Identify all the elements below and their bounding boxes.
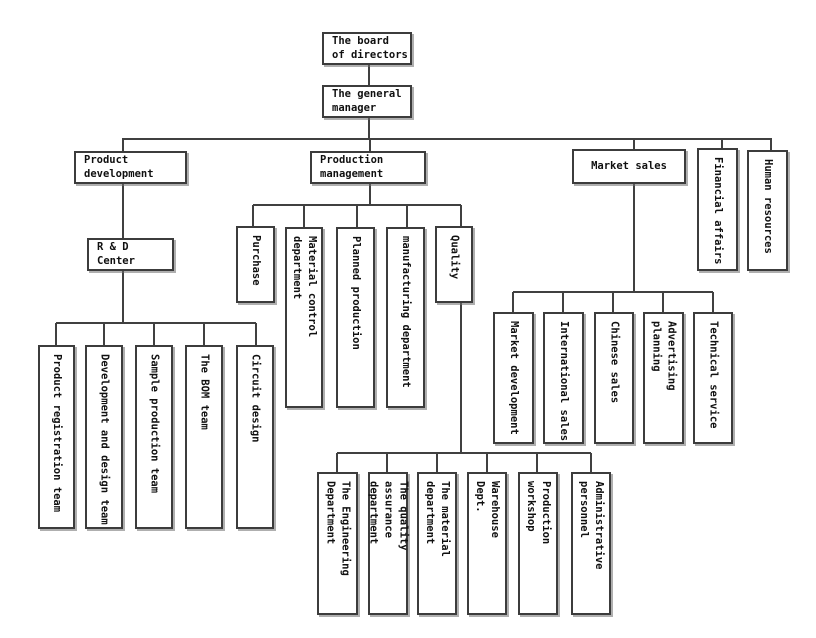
node-bom-team: The BOM team (185, 345, 223, 529)
node-administrative-personnel: Administrative personnel (571, 472, 611, 615)
node-product-development: Product development (74, 151, 187, 184)
node-sample-production-team: Sample production team (135, 345, 173, 529)
node-development-design-team: Development and design team (85, 345, 123, 529)
node-board-of-directors: The board of directors (322, 32, 412, 65)
node-market-sales: Market sales (572, 149, 686, 184)
node-engineering-department: The Engineering Department (317, 472, 358, 615)
node-quality: Quality (435, 226, 473, 303)
node-advertising-planning: Advertising planning (643, 312, 684, 444)
node-manufacturing-department: manufacturing department (386, 227, 425, 408)
node-quality-assurance-department: The quality assurance department (368, 472, 410, 615)
node-material-department: The material department (417, 472, 457, 615)
node-human-resources: Human resources (747, 150, 788, 271)
node-financial-affairs: Financial affairs (697, 148, 738, 271)
node-international-sales: International sales (543, 312, 584, 444)
node-market-development: Market development (493, 312, 534, 444)
node-production-workshop: Production workshop (518, 472, 558, 615)
node-technical-service: Technical service (693, 312, 733, 444)
node-planned-production: Planned production (336, 227, 375, 408)
node-general-manager: The general manager (322, 85, 412, 118)
node-material-control-department: Material control department (285, 227, 323, 408)
node-product-registration-team: Product registration team (38, 345, 75, 529)
node-purchase: Purchase (236, 226, 275, 303)
node-production-management: Production management (310, 151, 426, 184)
node-rd-center: R & D Center (87, 238, 174, 271)
node-circuit-design: Circuit design (236, 345, 274, 529)
node-warehouse-dept: Warehouse Dept. (467, 472, 507, 615)
node-chinese-sales: Chinese sales (594, 312, 634, 444)
